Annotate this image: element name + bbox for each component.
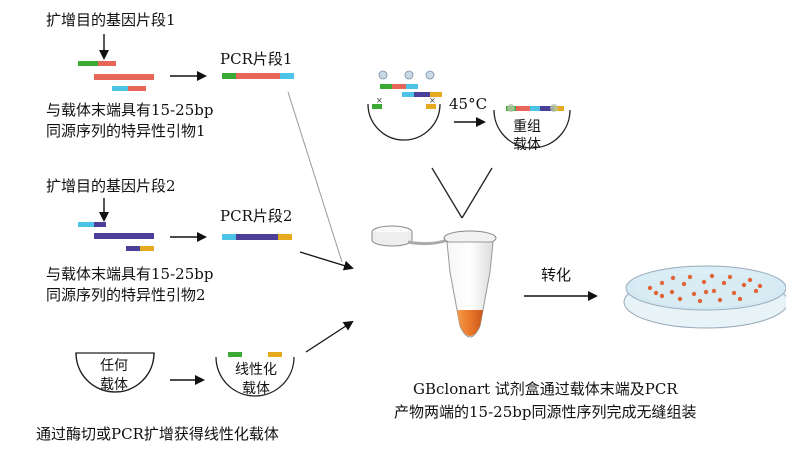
amplify-1-label: 扩增目的基因片段1 — [46, 11, 176, 29]
primer-2-forward-cyan — [78, 222, 94, 227]
recombinant-label-2: 载体 — [513, 137, 541, 153]
open-vector-shape — [367, 103, 441, 141]
primer-2-forward-purple — [94, 222, 106, 227]
any-vector-label-1: 任何 — [100, 358, 128, 374]
funnel-left-line — [431, 167, 463, 219]
kit-caption-line2: 产物两端的15-25bp同源性序列完成无缝组装 — [394, 403, 697, 421]
pcr-fragment-2-label: PCR片段2 — [220, 207, 293, 225]
tube-liquid — [457, 310, 483, 336]
exonuclease-icon — [378, 70, 388, 80]
transform-label: 转化 — [541, 266, 572, 284]
pcr-1-right-homology — [280, 73, 294, 79]
tube-hinge — [407, 238, 449, 246]
linear-vector-yellow-end — [268, 352, 282, 357]
primer-2-reverse-yellow — [140, 246, 154, 251]
primer-1-desc-line1: 与载体末端具有15-25bp — [46, 101, 214, 119]
primer-2-reverse-purple — [126, 246, 140, 251]
reaction-tube — [371, 225, 497, 338]
assembly-illustration: × × — [367, 70, 571, 219]
vector-linearization — [75, 352, 295, 397]
kit-caption-line1: GBclonart 试剂盒通过载体末端及PCR — [413, 380, 678, 398]
primer-2-desc-line1: 与载体末端具有15-25bp — [46, 265, 214, 283]
pcr-1-to-tube-line — [287, 91, 343, 263]
pcr-2-to-tube-arrow — [299, 251, 354, 271]
template-2-bar — [94, 233, 154, 239]
pcr-1-left-homology — [222, 73, 236, 79]
linear-vector-label-1: 线性化 — [235, 362, 277, 378]
primer-1-reverse-cyan — [112, 86, 128, 91]
pcr-2-insert — [236, 234, 278, 240]
temperature-label: 45°C — [449, 95, 488, 113]
pcr-2-left-homology — [222, 234, 236, 240]
primer-2-desc-line2: 同源序列的特异性引物2 — [46, 286, 206, 304]
linearize-caption: 通过酶切或PCR扩增获得线性化载体 — [36, 425, 279, 443]
any-vector-label-2: 载体 — [100, 377, 128, 393]
primer-1-reverse-red — [128, 86, 146, 91]
primer-1-desc-line2: 同源序列的特异性引物1 — [46, 122, 206, 140]
petri-dish — [623, 265, 786, 329]
fragment-1-amplification — [78, 34, 294, 91]
recombinant-label-1: 重组 — [513, 119, 541, 135]
pcr-fragment-1-label: PCR片段1 — [220, 50, 293, 68]
vector-to-tube-arrow — [305, 320, 354, 353]
amplify-2-label: 扩增目的基因片段2 — [46, 177, 176, 195]
fragment-2-amplification — [78, 198, 292, 251]
primer-1-forward-green — [78, 61, 98, 66]
pcr-1-insert — [236, 73, 280, 79]
funnel-right-line — [461, 167, 493, 219]
recombinant-vector-shape — [493, 109, 571, 149]
linear-vector-label-2: 载体 — [242, 381, 270, 397]
svg-text:×: × — [429, 96, 436, 105]
linear-vector-shape — [215, 356, 295, 397]
cut-mark-icon: × — [376, 96, 383, 105]
bacterial-colonies — [647, 273, 763, 304]
primer-1-forward-red — [98, 61, 116, 66]
linear-vector-green-end — [228, 352, 242, 357]
template-1-bar — [94, 74, 154, 80]
pcr-2-right-homology — [278, 234, 292, 240]
